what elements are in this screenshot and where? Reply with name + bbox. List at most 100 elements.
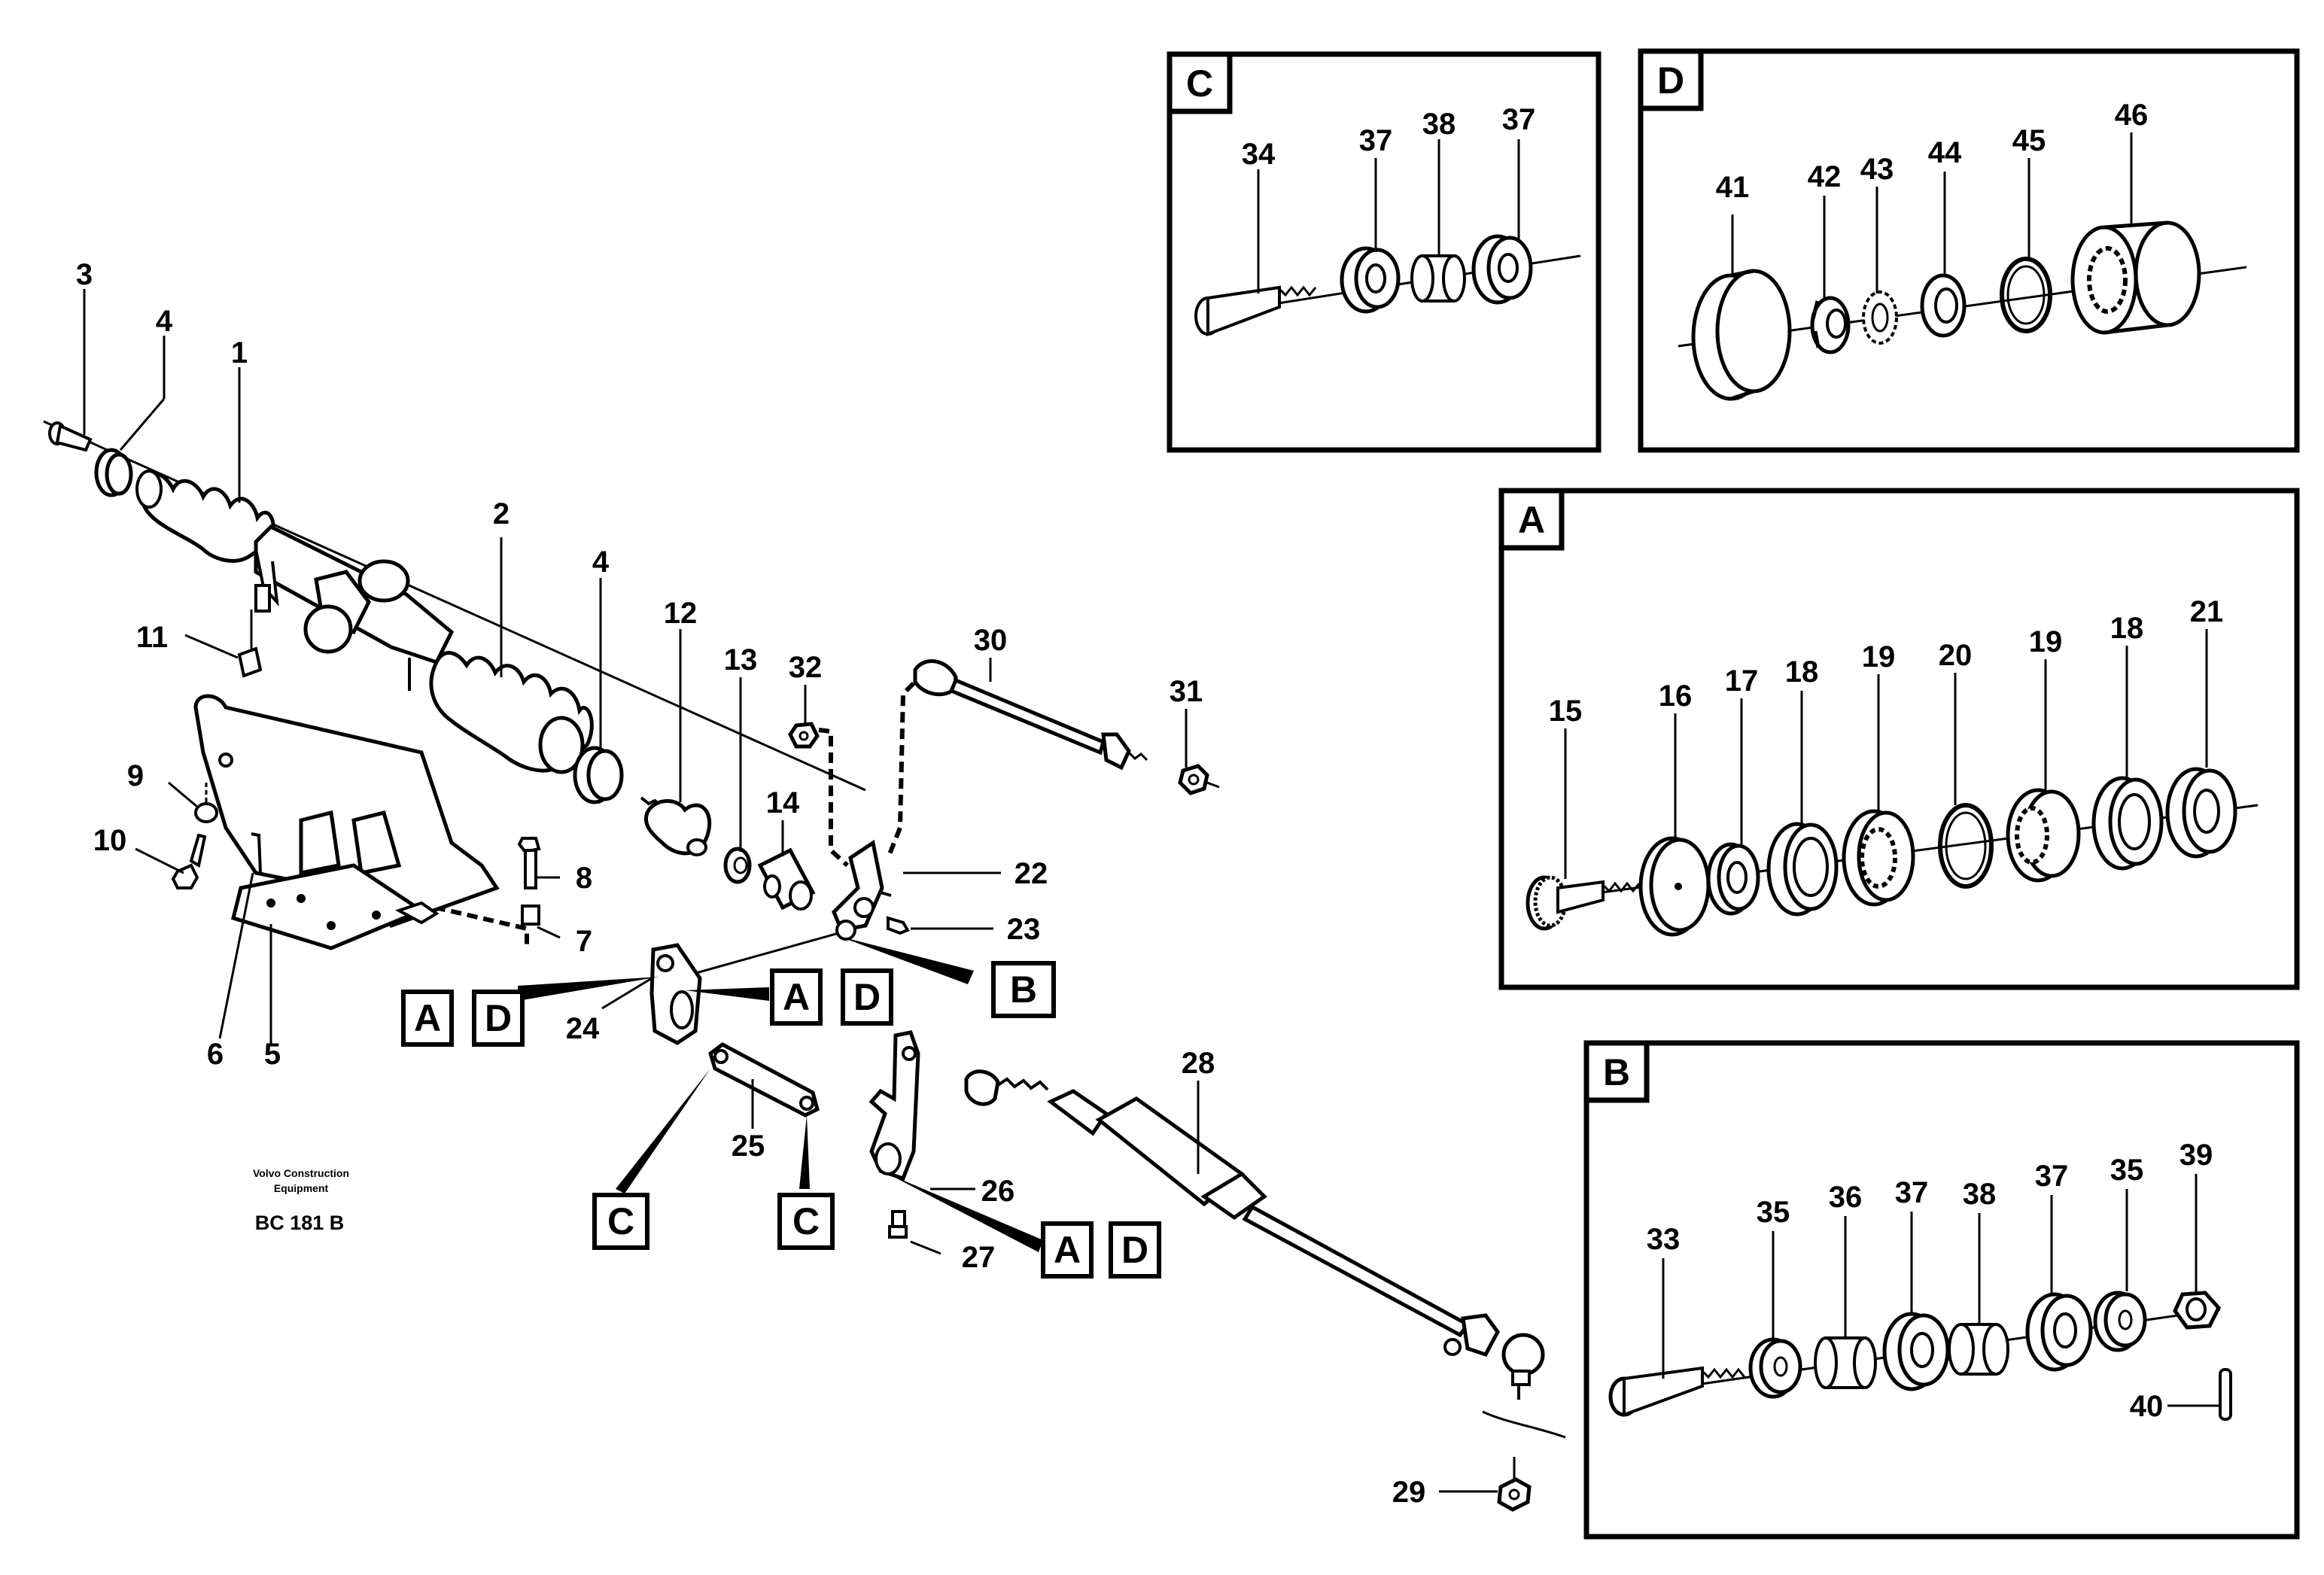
washer-4-left (94, 448, 133, 497)
callout-11: 11 (136, 621, 168, 654)
panel-c-letter: C (1186, 62, 1213, 105)
callout-34: 34 (1242, 138, 1276, 171)
callout-3: 3 (76, 258, 93, 291)
reference-tags: A D A D B C C A D (401, 961, 1161, 1279)
cotter-pin-40 (2219, 1368, 2232, 1421)
bushing-18-b (2091, 776, 2164, 871)
tag-d: D (485, 997, 512, 1039)
seal-21 (2165, 767, 2237, 859)
detail-panel-d: D (1638, 48, 2300, 453)
nut-39 (2173, 1291, 2221, 1330)
washer-35-a (1748, 1337, 1802, 1399)
callout-20: 20 (1939, 639, 1973, 672)
bushing-37-b (1471, 234, 1533, 305)
washer-9 (194, 783, 218, 823)
callout-25: 25 (732, 1130, 765, 1163)
spacer-38 (1410, 254, 1466, 303)
callout-44: 44 (1928, 136, 1962, 169)
callout-40: 40 (2130, 1390, 2164, 1423)
bolt-8 (517, 837, 541, 889)
callout-37: 37 (1502, 103, 1536, 136)
detail-panel-a: A (1498, 488, 2300, 990)
link-25 (708, 1042, 820, 1117)
bolt-33 (1608, 1366, 1746, 1417)
boot-1 (135, 470, 275, 563)
nut-32 (788, 722, 820, 749)
washer-35-b (2093, 1291, 2147, 1352)
detail-panel-b: B (1583, 1040, 2300, 1540)
spacer-38-b (1948, 1323, 2009, 1376)
sleeve-36 (1814, 1336, 1877, 1389)
ring-17 (1706, 842, 1760, 916)
tag-b: B (1010, 968, 1037, 1011)
cap-41 (1691, 269, 1792, 401)
callout-38: 38 (1963, 1178, 1997, 1211)
callout-41: 41 (1716, 171, 1750, 204)
tie-rod-30 (913, 659, 1148, 771)
callout-29: 29 (1392, 1476, 1426, 1509)
callout-35: 35 (2110, 1154, 2144, 1187)
callout-6: 6 (207, 1038, 224, 1071)
callout-10: 10 (93, 824, 127, 857)
callout-1: 1 (231, 336, 248, 369)
callout-26: 26 (981, 1175, 1015, 1208)
panel-d-letter: D (1657, 59, 1684, 102)
nut-31 (1178, 764, 1220, 795)
callout-37: 37 (1895, 1176, 1929, 1209)
bearing-46 (2070, 220, 2201, 335)
nut-42 (1810, 296, 1851, 354)
callout-15: 15 (1549, 695, 1583, 728)
callout-39: 39 (2180, 1139, 2213, 1172)
callout-24: 24 (566, 1012, 600, 1045)
bracket-22 (832, 839, 884, 941)
callout-32: 32 (789, 651, 823, 684)
tie-rod-28 (964, 1069, 1545, 1400)
callout-27: 27 (962, 1241, 996, 1274)
rack-housing (254, 524, 455, 665)
callout-8: 8 (576, 862, 592, 895)
callout-35: 35 (1757, 1196, 1790, 1229)
tag-a: A (783, 976, 810, 1018)
drawing-credit: Volvo Construction Equipment BC 181 B (253, 1167, 349, 1234)
tag-c: C (607, 1200, 634, 1242)
callout-30: 30 (974, 624, 1008, 657)
circlip-45 (2000, 257, 2052, 333)
boot-2 (408, 651, 594, 774)
callout-18: 18 (1785, 655, 1819, 689)
callout-16: 16 (1659, 680, 1693, 713)
callout-36: 36 (1829, 1181, 1863, 1214)
nut-13 (723, 847, 752, 884)
tag-d: D (1121, 1229, 1148, 1271)
callout-19: 19 (2029, 625, 2063, 658)
panel-b-letter: B (1603, 1051, 1630, 1093)
callout-21: 21 (2190, 595, 2224, 628)
callout-17: 17 (1725, 664, 1759, 698)
callout-46: 46 (2115, 99, 2149, 132)
bolt-10 (171, 833, 207, 889)
plate-16 (1638, 836, 1711, 937)
callout-33: 33 (1647, 1223, 1681, 1256)
callout-19: 19 (1862, 640, 1896, 673)
callout-42: 42 (1808, 160, 1842, 193)
callout-7: 7 (576, 925, 592, 958)
bolt-3 (48, 421, 93, 452)
callout-22: 22 (1014, 857, 1048, 890)
pin-6 (251, 832, 262, 874)
bushing-37-d (2025, 1292, 2093, 1372)
callout-45: 45 (2012, 124, 2046, 157)
circlip-20 (1938, 803, 1994, 889)
nipple-27 (888, 1210, 908, 1239)
nut-29 (1497, 1457, 1532, 1512)
tag-a: A (1054, 1229, 1081, 1271)
callout-2: 2 (493, 497, 510, 531)
arm-26 (868, 1030, 920, 1181)
callout-14: 14 (766, 786, 800, 819)
callout-31: 31 (1170, 675, 1203, 708)
callout-37: 37 (2035, 1160, 2069, 1193)
lever-24 (649, 943, 702, 1045)
drawing-code: BC 181 B (255, 1212, 345, 1234)
callout-23: 23 (1007, 913, 1041, 946)
callout-18: 18 (2110, 612, 2144, 645)
callout-5: 5 (264, 1038, 281, 1071)
